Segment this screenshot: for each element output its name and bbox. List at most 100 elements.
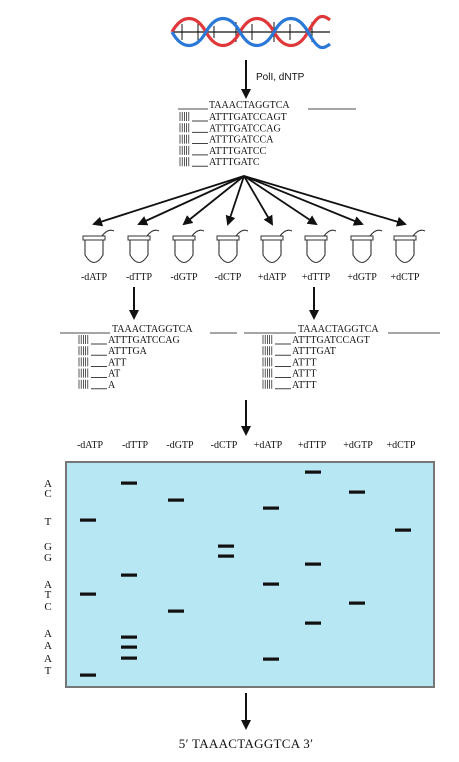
gel-bands [80, 470, 411, 677]
gel-lane-label: -dCTP [211, 440, 238, 451]
extension-row: ATTTGA [78, 346, 148, 357]
fan-arrow [137, 175, 245, 226]
extension-row: A [78, 379, 116, 391]
gel-band [218, 554, 234, 558]
helix-strand-a [170, 14, 331, 48]
tube-label: -dATP [81, 272, 108, 283]
gel-band [263, 582, 279, 586]
tube-icon [260, 229, 293, 264]
tube-label: +dGTP [347, 272, 377, 283]
gel-side-label: T [45, 665, 52, 677]
gel-band [395, 528, 411, 532]
gel [65, 461, 435, 688]
tube-label: -dTTP [126, 272, 153, 283]
extension-sequence: ATTTGATCCAGT [209, 112, 287, 123]
extension-sequence: ATTT [292, 357, 316, 368]
fan-arrow [243, 175, 364, 226]
gel-band [80, 518, 96, 522]
extension-sequence: AT [108, 369, 120, 380]
gel-lane-label: -dATP [77, 440, 104, 451]
gel-band [218, 544, 234, 548]
extension-sequence: ATTT [292, 369, 316, 380]
extension-row: ATTTGATCCAGT [179, 112, 287, 123]
gel-lane-label: +dATP [254, 440, 283, 451]
extension-sequence: ATTTGA [108, 346, 148, 357]
example-left-template: TAAACTAGGTCA [112, 324, 193, 335]
step-label: PolI, dNTP [256, 72, 305, 83]
extension-row: AT [78, 368, 120, 380]
example-right: TAAACTAGGTCA ATTTGATCCAGTATTTGATATTTATTT… [244, 324, 440, 391]
fan-arrow [243, 175, 318, 226]
extension-sequence: ATTTGAT [292, 346, 336, 357]
template-top-group: TAAACTAGGTCA [178, 100, 356, 111]
extension-sequence: ATTT [292, 380, 316, 391]
gel-side-label: G [44, 552, 52, 564]
tube-label: -dCTP [215, 272, 242, 283]
fan-out-arrows [92, 175, 407, 227]
gel-lane-label: +dGTP [343, 440, 373, 451]
gel-band [121, 645, 137, 649]
gel-side-label: G [44, 541, 52, 553]
extension-row: ATTTGATCCAG [179, 123, 281, 134]
extension-sequence: ATT [108, 357, 126, 368]
extension-row: ATTT [262, 368, 316, 380]
tube-icon [393, 229, 426, 264]
gel-lane-label: +dTTP [298, 440, 327, 451]
extension-sequence: ATTTGATCCAGT [292, 335, 370, 346]
gel-lane-label: -dGTP [166, 440, 194, 451]
fan-arrow [243, 175, 407, 227]
gel-band [168, 609, 184, 613]
tube-icon [216, 229, 249, 264]
tube-label: +dTTP [302, 272, 331, 283]
gel-lane-label: -dTTP [122, 440, 149, 451]
dna-helix-icon [170, 14, 331, 50]
tube-icon [350, 229, 383, 264]
fan-arrow [225, 175, 245, 226]
gel-band [305, 562, 321, 566]
tube-icon [127, 229, 160, 264]
tube-label: -dGTP [170, 272, 198, 283]
tube-icon [82, 229, 115, 264]
gel-side-label: C [44, 488, 51, 500]
gel-side-label: A [44, 640, 52, 652]
gel-band [121, 573, 137, 577]
extension-row: ATTTGATCCAG [78, 335, 180, 346]
gel-band [349, 601, 365, 605]
example-right-template: TAAACTAGGTCA [298, 324, 379, 335]
reaction-tubes: -dATP -dTTP -dGTP -dCTP +dATP +dTTP +dGTP +dCTP [81, 229, 426, 283]
template-top: TAAACTAGGTCA [209, 100, 290, 111]
gel-band [305, 621, 321, 625]
extension-row: ATTTGAT [262, 346, 336, 357]
tube-label: +dATP [258, 272, 287, 283]
extension-sequence: ATTTGATCCAG [108, 335, 180, 346]
gel-side-label: A [44, 478, 52, 490]
gel-band [121, 656, 137, 660]
gel-lane-labels: -dATP -dTTP -dGTP -dCTP +dATP +dTTP +dGTP +dCTP [77, 440, 416, 451]
gel-band [168, 498, 184, 502]
extension-row: ATTT [262, 379, 316, 391]
extension-sequence: ATTTGATCCAG [209, 123, 281, 134]
extension-row: ATTTGATCC [179, 145, 267, 157]
fan-arrow [243, 175, 274, 226]
extension-row: ATTTGATC [179, 157, 260, 168]
result-sequence: 5′ TAAACTAGGTCA 3′ [179, 736, 313, 751]
gel-band [263, 506, 279, 510]
fan-arrow [182, 175, 245, 226]
extension-row: ATTT [262, 357, 316, 368]
tube-label: +dCTP [391, 272, 420, 283]
gel-side-label: A [44, 653, 52, 665]
extension-sequence: ATTTGATC [209, 157, 260, 168]
extension-products-top: ATTTGATCCAGTATTTGATCCAGATTTGATCCAATTTGAT… [179, 112, 287, 168]
gel-band [121, 481, 137, 485]
gel-side-label: T [45, 516, 52, 528]
extension-sequence: ATTTGATCC [209, 146, 267, 157]
gel-lane-label: +dCTP [387, 440, 416, 451]
extension-row: ATTTGATCCA [179, 134, 274, 146]
fan-arrow [92, 175, 245, 227]
tube-icon [172, 229, 205, 264]
gel-band [80, 592, 96, 596]
